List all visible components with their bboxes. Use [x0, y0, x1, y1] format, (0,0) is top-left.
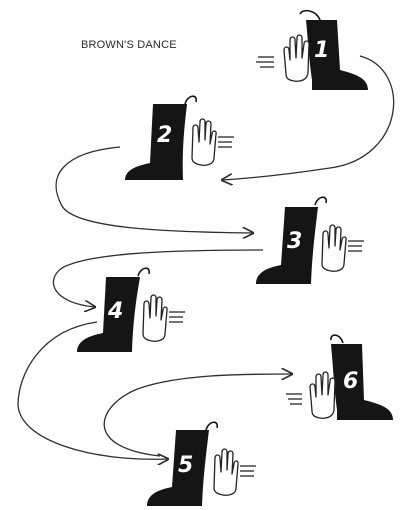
- motion-lines-icon: [348, 241, 364, 251]
- motion-lines-icon: [256, 57, 274, 67]
- boot-loop-icon: [300, 11, 320, 20]
- hand-icon: [143, 295, 167, 341]
- hand-icon: [322, 225, 346, 271]
- hand-icon: [284, 35, 309, 81]
- diagram-title: BROWN'S DANCE: [81, 39, 177, 51]
- step-number: 3: [287, 229, 302, 254]
- motion-lines-icon: [218, 137, 234, 147]
- step-6: 6: [286, 335, 393, 420]
- motion-lines-icon: [169, 312, 185, 322]
- step-5: 5: [147, 422, 256, 506]
- step-number: 1: [314, 38, 329, 63]
- step-number: 2: [157, 123, 172, 148]
- boot-icon: [125, 104, 187, 180]
- hand-icon: [310, 372, 335, 418]
- step-3: 3: [256, 197, 364, 284]
- step-number: 5: [178, 453, 193, 478]
- motion-lines-icon: [286, 394, 302, 404]
- boot-loop-icon: [315, 197, 326, 205]
- boot-icon: [331, 344, 393, 420]
- hand-icon: [214, 449, 238, 495]
- boot-loop-icon: [185, 96, 196, 104]
- step-1: 1: [256, 11, 368, 90]
- boot-loop-icon: [138, 268, 149, 276]
- step-number: 6: [343, 369, 358, 394]
- boot-loop-icon: [331, 335, 343, 343]
- hand-icon: [192, 119, 216, 165]
- motion-lines-icon: [240, 466, 256, 476]
- step-4: 4: [77, 268, 185, 352]
- step-2: 2: [125, 96, 234, 180]
- boot-loop-icon: [206, 422, 217, 430]
- step-number: 4: [107, 299, 123, 324]
